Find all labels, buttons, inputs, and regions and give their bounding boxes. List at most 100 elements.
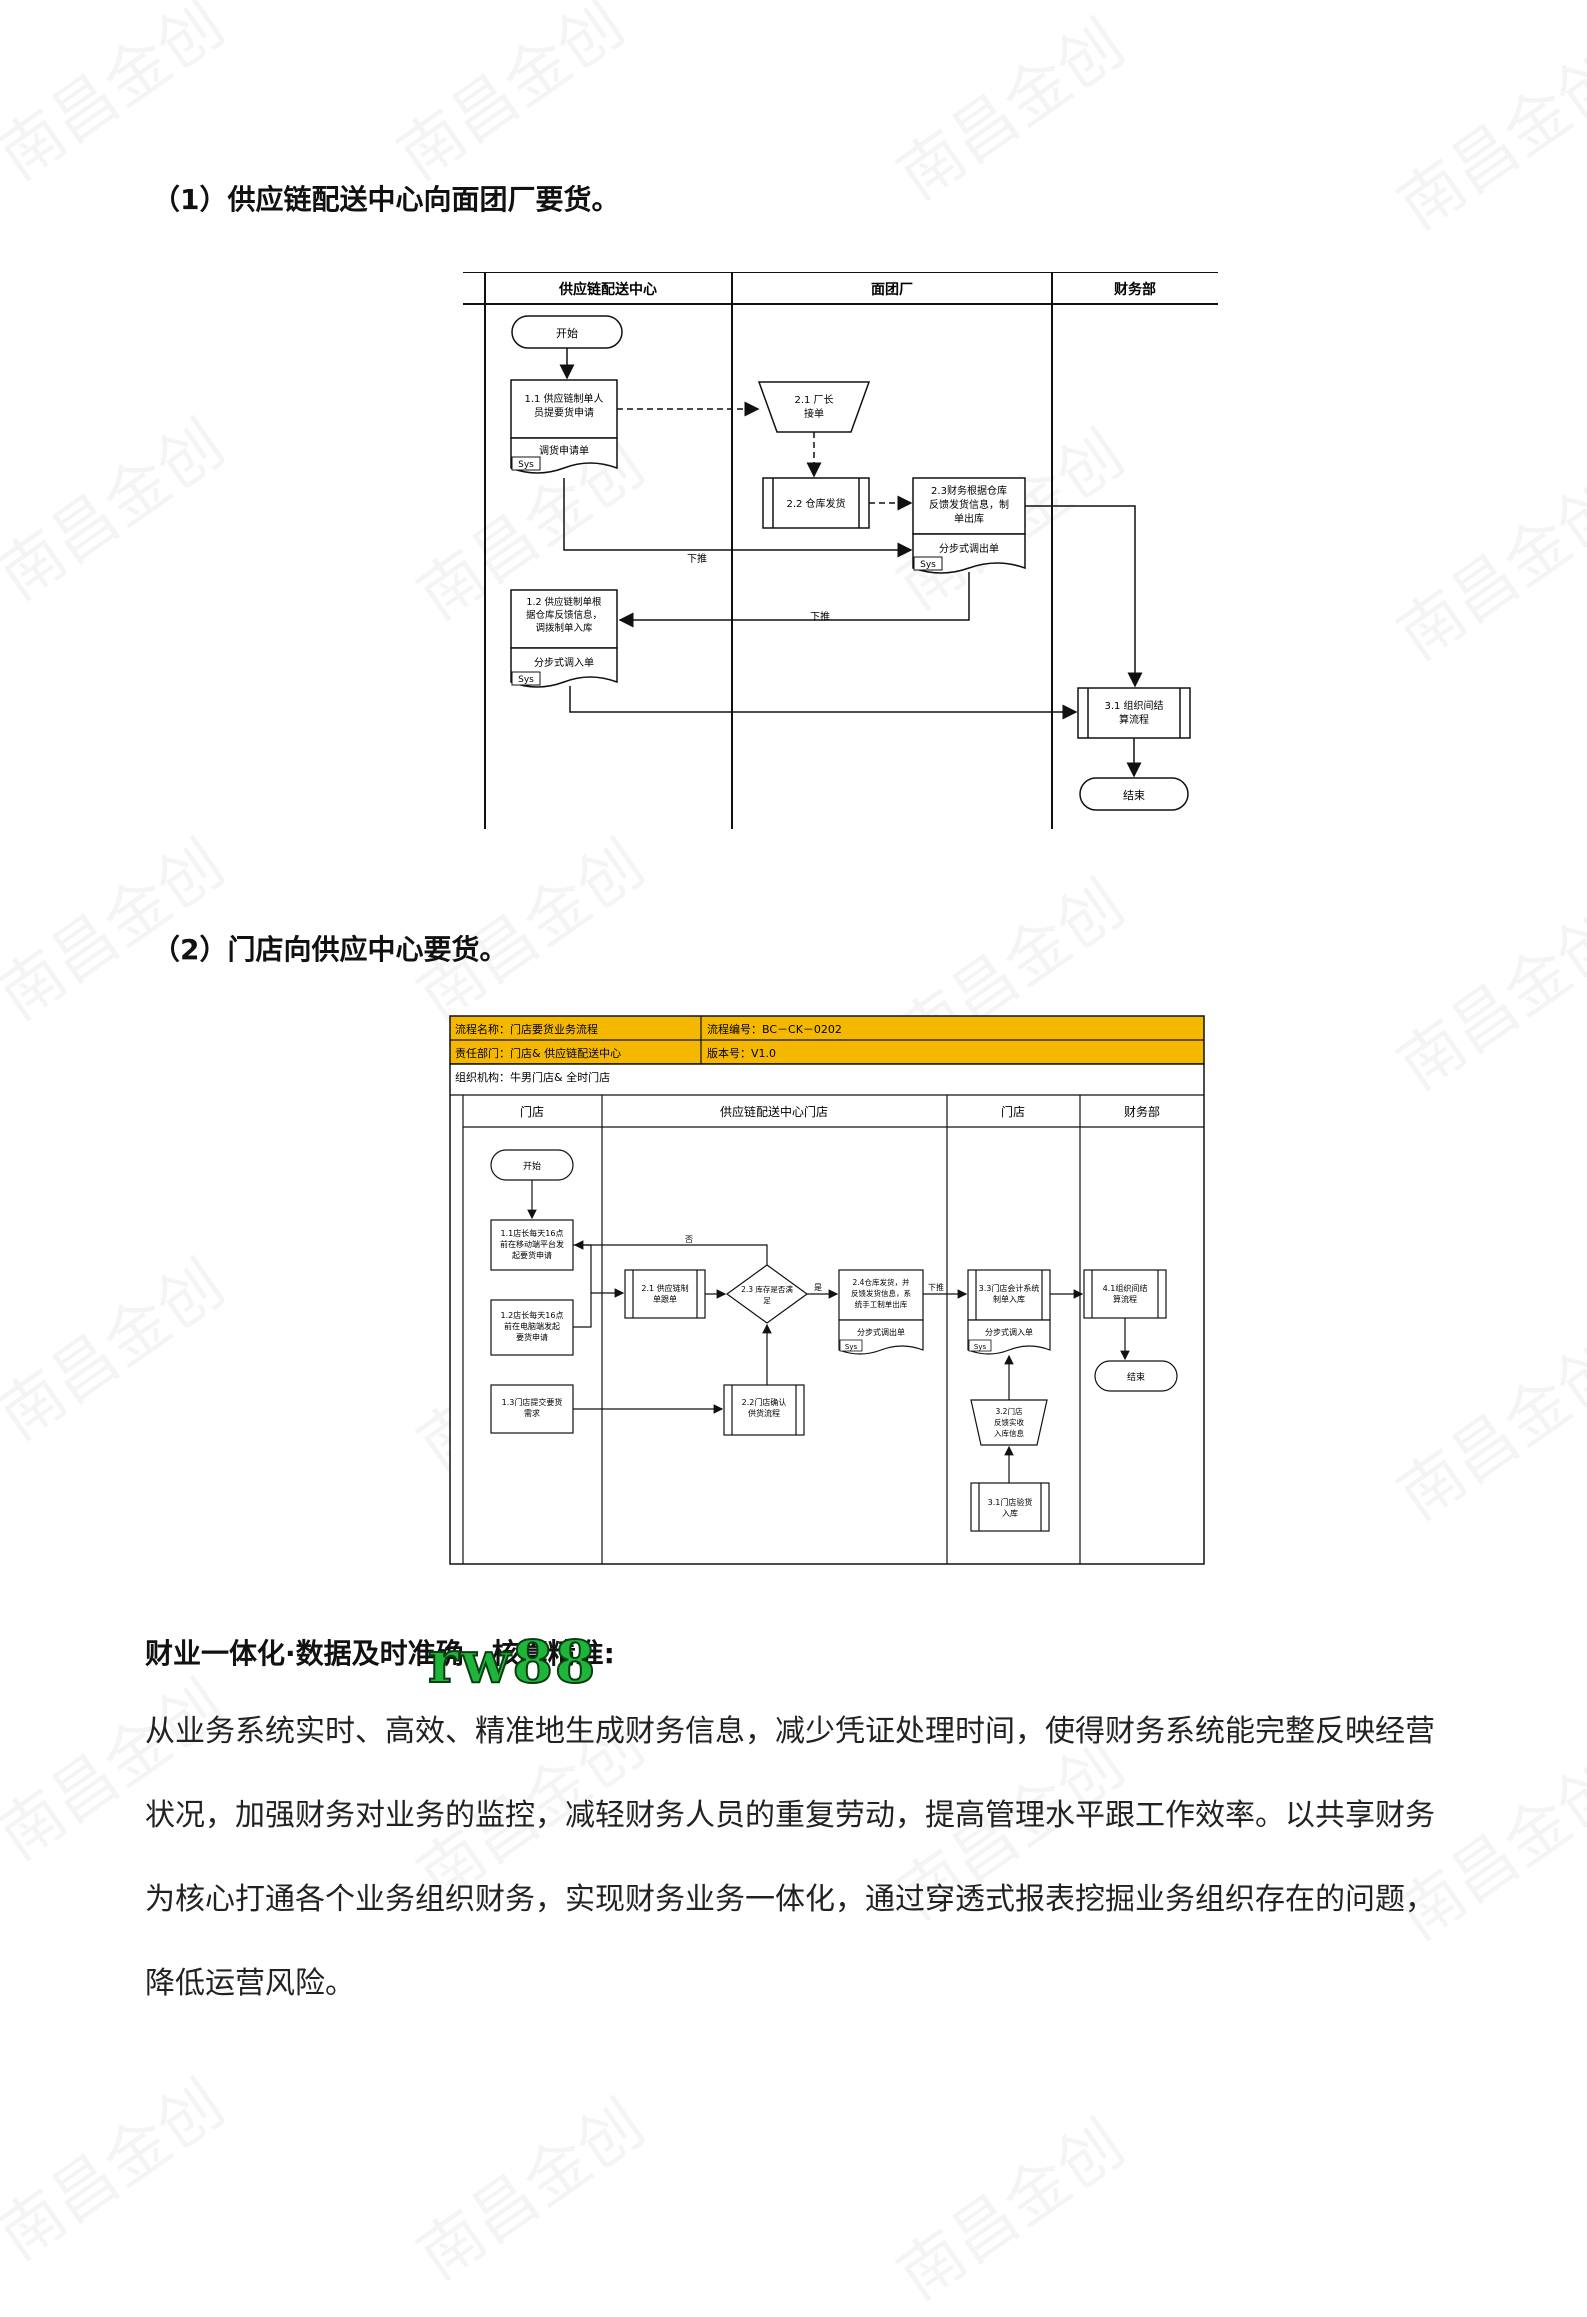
step-2-4-label: 2.4仓库发货，并 bbox=[853, 1277, 910, 1287]
org: 组织机构：牛男门店& 全时门店 bbox=[455, 1070, 610, 1084]
flow-code: 流程编号：BC－CK－0202 bbox=[707, 1022, 842, 1036]
step-1-2-label: 前在电脑端发起 bbox=[504, 1321, 560, 1331]
step-2-1-manual bbox=[757, 381, 871, 433]
watermark: 南昌金创 bbox=[1377, 25, 1587, 247]
sys-tag: Sys bbox=[920, 560, 936, 570]
step-2-1-process bbox=[624, 1269, 706, 1319]
watermark: 南昌金创 bbox=[0, 815, 239, 1037]
step-1-1-doc-label: 调货申请单 bbox=[539, 444, 589, 457]
section1-heading: （1）供应链配送中心向面团厂要货。 bbox=[152, 183, 620, 216]
step-2-3-box bbox=[912, 477, 1026, 535]
watermark: 南昌金创 bbox=[877, 0, 1139, 217]
end-terminator bbox=[1079, 777, 1189, 811]
lane-header: 财务部 bbox=[1124, 1104, 1160, 1119]
step-3-1-label: 3.1门店验货 bbox=[988, 1497, 1033, 1507]
step-1-1-label: 1.1店长每天16点 bbox=[501, 1228, 564, 1238]
step-1-1-label: 员提要货申请 bbox=[534, 406, 594, 419]
step-3-1-label: 3.1 组织间结 bbox=[1104, 699, 1163, 712]
step-1-2-box bbox=[510, 589, 618, 649]
step-3-1-label: 算流程 bbox=[1119, 713, 1149, 726]
lane-header: 门店 bbox=[520, 1104, 544, 1119]
lane-header: 门店 bbox=[1001, 1104, 1025, 1119]
start-label: 开始 bbox=[556, 326, 578, 340]
push-label: 下推 bbox=[928, 1282, 944, 1292]
watermark: 南昌金创 bbox=[0, 0, 239, 197]
sys-tag: Sys bbox=[845, 1343, 858, 1351]
lane-header: 供应链配送中心门店 bbox=[720, 1104, 828, 1119]
version: 版本号：V1.0 bbox=[707, 1046, 776, 1060]
lane-header: 供应链配送中心 bbox=[558, 281, 657, 298]
end-terminator bbox=[1094, 1360, 1178, 1392]
supply-chain-flowchart: 供应链配送中心 面团厂 财务部 开始 1.1 供应链制单人 员提要货申请 调货申… bbox=[463, 272, 1218, 829]
step-3-2-label: 3.2门店 bbox=[996, 1406, 1023, 1416]
rw88-stamp: rw88 bbox=[427, 1627, 598, 1697]
step-2-3-label: 单出库 bbox=[954, 512, 984, 525]
step-4-1-label: 4.1组织间结 bbox=[1103, 1283, 1148, 1293]
watermark: 南昌金创 bbox=[1377, 885, 1587, 1107]
step-1-1-label: 1.1 供应链制单人 bbox=[524, 392, 603, 405]
sys-tag: Sys bbox=[518, 675, 534, 685]
lane-header: 面团厂 bbox=[871, 282, 913, 298]
step-2-2-label: 2.2 仓库发货 bbox=[786, 497, 845, 510]
step-3-3-process bbox=[967, 1269, 1051, 1321]
watermark: 南昌金创 bbox=[1377, 1315, 1587, 1537]
step-3-2-label: 反馈实收 bbox=[994, 1417, 1024, 1427]
step-1-2-box bbox=[490, 1299, 574, 1356]
sys-tag: Sys bbox=[518, 460, 534, 470]
watermark: 南昌金创 bbox=[1377, 455, 1587, 677]
step-1-3-label: 需求 bbox=[524, 1408, 540, 1418]
step-3-3-label: 3.3门店会计系统 bbox=[979, 1283, 1040, 1293]
step-1-3-label: 1.3门店提交要货 bbox=[502, 1397, 563, 1407]
step-1-2-label: 1.2 供应链制单根 bbox=[526, 596, 602, 608]
no-label: 否 bbox=[685, 1235, 693, 1244]
step-3-1-label: 入库 bbox=[1002, 1508, 1018, 1518]
step-3-2-label: 入库信息 bbox=[994, 1428, 1024, 1438]
watermark: 南昌金创 bbox=[397, 815, 659, 1037]
step-2-3-doc-label: 分步式调出单 bbox=[939, 542, 999, 555]
sys-tag: Sys bbox=[974, 1343, 987, 1351]
push-label: 下推 bbox=[810, 610, 830, 623]
section3-heading: 财业一体化·数据及时准确、核算精准: bbox=[145, 1637, 615, 1670]
watermark: 南昌金创 bbox=[0, 2055, 239, 2277]
step-3-1-process bbox=[970, 1482, 1050, 1532]
step-1-2-doc-label: 分步式调入单 bbox=[534, 656, 594, 669]
step-2-1-label: 单跟单 bbox=[653, 1294, 677, 1304]
step-2-2-label: 2.2门店确认 bbox=[742, 1397, 787, 1407]
step-2-1-label: 接单 bbox=[804, 407, 824, 420]
yes-label: 是 bbox=[814, 1283, 822, 1292]
body-paragraph: 从业务系统实时、高效、精准地生成财务信息，减少凭证处理时间，使得财务系统能完整反… bbox=[145, 1714, 1435, 2001]
store-order-flowchart: 流程名称：门店要货业务流程 流程编号：BC－CK－0202 责任部门：门店& 供… bbox=[449, 1015, 1205, 1565]
step-3-3-label: 制单入库 bbox=[993, 1294, 1025, 1304]
watermark: 南昌金创 bbox=[397, 2075, 659, 2297]
step-1-1-label: 起要货申请 bbox=[512, 1250, 552, 1260]
step-1-1-box bbox=[490, 1219, 574, 1271]
section2-heading: （2）门店向供应中心要货。 bbox=[152, 933, 508, 966]
step-2-3-label: 足 bbox=[763, 1296, 771, 1305]
step-2-4-box bbox=[838, 1269, 924, 1321]
step-2-2-process bbox=[723, 1384, 805, 1436]
step-1-3-box bbox=[490, 1384, 574, 1434]
step-2-3-label: 2.3 库存是否满 bbox=[741, 1284, 793, 1294]
watermark: 南昌金创 bbox=[0, 395, 239, 617]
step-1-2-label: 1.2店长每天16点 bbox=[501, 1310, 564, 1320]
step-2-3-label: 2.3财务根据仓库 bbox=[931, 484, 1007, 497]
watermark: 南昌金创 bbox=[877, 2095, 1139, 2317]
step-1-2-label: 调拨制单入库 bbox=[535, 622, 593, 634]
step-3-1-process bbox=[1077, 687, 1191, 739]
step-2-1-label: 2.1 供应链制 bbox=[641, 1283, 688, 1293]
end-label: 结束 bbox=[1127, 1371, 1145, 1383]
step-1-1-box bbox=[510, 379, 618, 439]
watermark: 南昌金创 bbox=[0, 1235, 239, 1457]
step-2-4-label: 统手工制单出库 bbox=[855, 1299, 908, 1309]
step-2-3-label: 反馈发货信息，制 bbox=[929, 498, 1009, 511]
step-2-3-decision bbox=[725, 1264, 809, 1324]
step-2-4-doc-label: 分步式调出单 bbox=[857, 1327, 905, 1337]
flow-name: 流程名称：门店要货业务流程 bbox=[455, 1022, 598, 1036]
step-1-1-label: 前在移动端平台发 bbox=[500, 1239, 564, 1249]
step-2-2-label: 供货流程 bbox=[748, 1408, 780, 1418]
step-4-1-process bbox=[1083, 1269, 1167, 1319]
push-label: 下推 bbox=[687, 552, 707, 565]
step-1-2-label: 要货申请 bbox=[516, 1332, 548, 1342]
step-3-2-manual bbox=[970, 1399, 1048, 1446]
step-4-1-label: 算流程 bbox=[1113, 1294, 1137, 1304]
